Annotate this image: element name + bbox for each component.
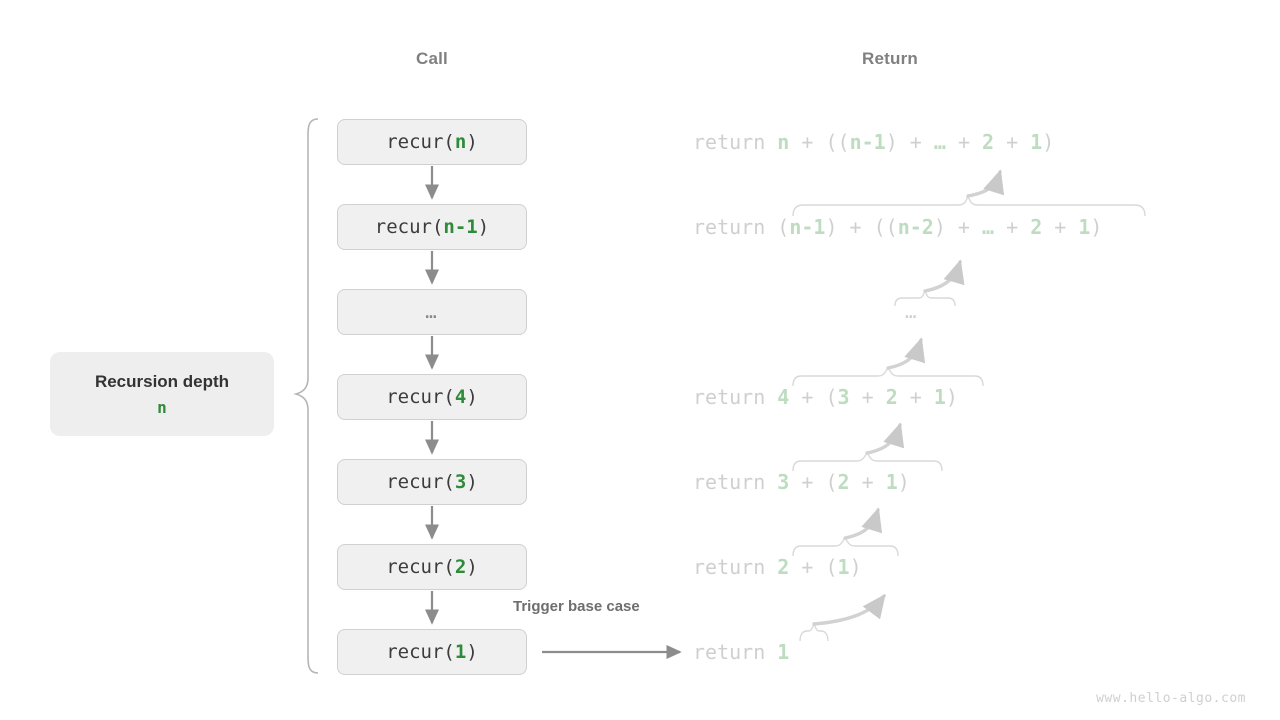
return-keyword: return bbox=[693, 130, 778, 154]
recursion-depth-brace bbox=[293, 118, 319, 674]
return-value-token: 4 bbox=[777, 385, 790, 409]
call-box-4: recur(4) bbox=[337, 374, 527, 420]
call-box-ellipsis: … bbox=[337, 289, 527, 335]
trigger-base-case-label: Trigger base case bbox=[513, 598, 640, 615]
return-operator-token: ) bbox=[1042, 130, 1055, 154]
return-value-token: 2 bbox=[885, 385, 898, 409]
return-operator-token: + (( bbox=[789, 130, 850, 154]
return-row: return 3 + (2 + 1) bbox=[693, 465, 910, 499]
return-value-token: 3 bbox=[777, 470, 790, 494]
return-expression: n + ((n-1) + … + 2 + 1) bbox=[777, 130, 1054, 154]
return-keyword: return bbox=[693, 385, 778, 409]
call-argument: 1 bbox=[454, 641, 467, 663]
return-keyword: return bbox=[693, 470, 778, 494]
return-value-token: 1 bbox=[777, 640, 790, 664]
return-value-token: 1 bbox=[837, 555, 850, 579]
call-box-2: recur(2) bbox=[337, 544, 527, 590]
return-keyword: return bbox=[693, 555, 778, 579]
return-value-token: … bbox=[933, 130, 946, 154]
call-argument: 3 bbox=[454, 471, 467, 493]
return-value-token: 2 bbox=[1030, 215, 1043, 239]
return-operator-token: ) bbox=[897, 470, 910, 494]
call-argument: 4 bbox=[454, 386, 467, 408]
return-operator-token: ) bbox=[945, 385, 958, 409]
return-operator-token: ) + bbox=[933, 215, 983, 239]
return-operator-token: ( bbox=[777, 215, 790, 239]
return-value-token: 1 bbox=[933, 385, 946, 409]
call-paren: ) bbox=[466, 386, 478, 408]
call-name: recur( bbox=[386, 471, 455, 493]
recursion-depth-title: Recursion depth bbox=[94, 371, 230, 391]
return-row-ellipsis: … bbox=[905, 295, 919, 329]
column-header-return: Return bbox=[862, 49, 918, 68]
return-expression: 4 + (3 + 2 + 1) bbox=[777, 385, 958, 409]
return-value-token: 1 bbox=[885, 470, 898, 494]
call-box-1: recur(1) bbox=[337, 629, 527, 675]
return-keyword: return bbox=[693, 215, 778, 239]
call-name: recur( bbox=[386, 556, 455, 578]
return-expression: 2 + (1) bbox=[777, 555, 861, 579]
return-value-token: n bbox=[777, 130, 790, 154]
call-name: recur( bbox=[386, 641, 455, 663]
return-value-token: 2 bbox=[837, 470, 850, 494]
return-operator-token: + bbox=[849, 470, 886, 494]
call-box-n: recur(n) bbox=[337, 119, 527, 165]
return-operator-token: + ( bbox=[789, 385, 838, 409]
recursion-depth-box: Recursion depth n bbox=[50, 352, 274, 436]
recursion-depth-value: n bbox=[157, 397, 167, 417]
return-value-token: 1 bbox=[1030, 130, 1043, 154]
return-value-token: n-1 bbox=[789, 215, 826, 239]
return-operator-token: ) + (( bbox=[825, 215, 898, 239]
return-operator-token: ) bbox=[849, 555, 862, 579]
call-paren: ) bbox=[466, 556, 478, 578]
return-expression: 1 bbox=[777, 640, 789, 664]
return-operator-token: ) + bbox=[885, 130, 934, 154]
return-operator-token: + bbox=[897, 385, 934, 409]
return-operator-token: + bbox=[945, 130, 983, 154]
return-row: return n + ((n-1) + … + 2 + 1) bbox=[693, 125, 1054, 159]
call-box-n-1: recur(n-1) bbox=[337, 204, 527, 250]
call-argument: n bbox=[454, 131, 467, 153]
return-row: return (n-1) + ((n-2) + … + 2 + 1) bbox=[693, 210, 1102, 244]
return-operator-token: + bbox=[849, 385, 886, 409]
call-paren: ) bbox=[466, 641, 478, 663]
return-operator-token: + ( bbox=[789, 470, 838, 494]
return-expression: (n-1) + ((n-2) + … + 2 + 1) bbox=[777, 215, 1102, 239]
column-header-call: Call bbox=[416, 49, 448, 68]
return-expression: 3 + (2 + 1) bbox=[777, 470, 909, 494]
return-row: return 2 + (1) bbox=[693, 550, 862, 584]
call-argument: n-1 bbox=[443, 216, 478, 238]
call-paren: ) bbox=[477, 216, 490, 238]
return-operator-token: + bbox=[1042, 215, 1079, 239]
return-value-token: … bbox=[982, 215, 995, 239]
return-operator-token: + ( bbox=[789, 555, 838, 579]
return-value-token: 1 bbox=[1078, 215, 1091, 239]
return-value-token: n-2 bbox=[897, 215, 934, 239]
return-value-token: 2 bbox=[777, 555, 790, 579]
return-value-token: n-1 bbox=[849, 130, 886, 154]
call-name: recur( bbox=[374, 216, 444, 238]
return-value-token: 2 bbox=[982, 130, 995, 154]
site-watermark: www.hello-algo.com bbox=[1096, 691, 1246, 706]
call-name: recur( bbox=[386, 386, 455, 408]
return-value-token: 3 bbox=[837, 385, 850, 409]
call-paren: ) bbox=[466, 131, 478, 153]
return-keyword: return bbox=[693, 640, 778, 664]
call-name: recur( bbox=[386, 131, 455, 153]
call-paren: ) bbox=[466, 471, 478, 493]
call-argument: 2 bbox=[454, 556, 467, 578]
return-operator-token: + bbox=[994, 215, 1031, 239]
return-operator-token: ) bbox=[1090, 215, 1103, 239]
call-box-3: recur(3) bbox=[337, 459, 527, 505]
return-row: return 1 bbox=[693, 635, 789, 669]
return-row: return 4 + (3 + 2 + 1) bbox=[693, 380, 958, 414]
return-operator-token: + bbox=[994, 130, 1031, 154]
return-ellipsis: … bbox=[905, 301, 920, 323]
